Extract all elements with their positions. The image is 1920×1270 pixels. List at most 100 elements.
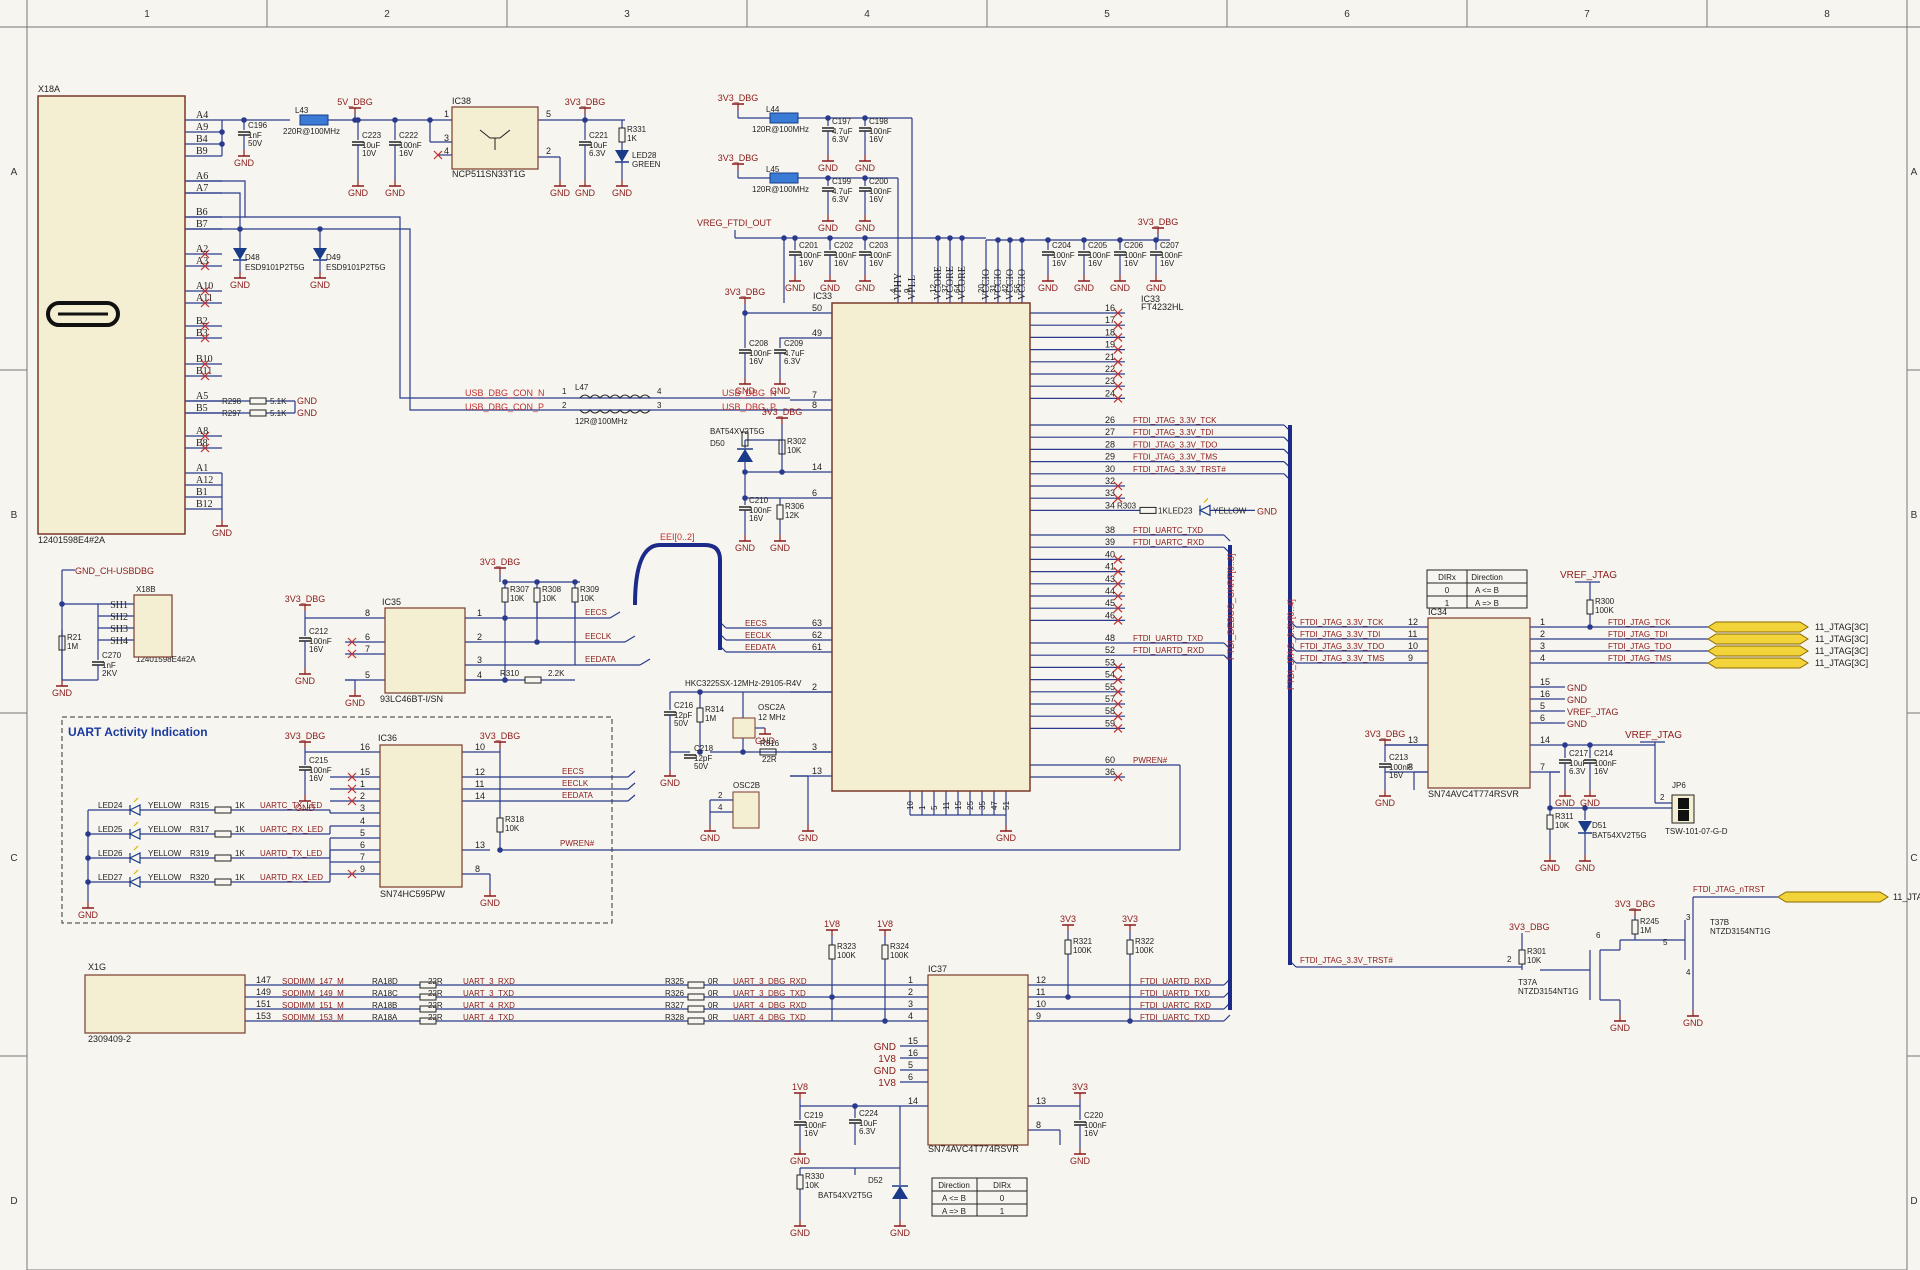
ftdi-pin-number: 58 xyxy=(1105,706,1115,716)
resistor-value: 1M xyxy=(67,642,78,651)
net-label-jtag: FTDI_JTAG_3.3V_TDO xyxy=(1300,642,1384,651)
cap-voltage: 16V xyxy=(1084,1129,1099,1138)
ftdi-pin-name: VCCIO xyxy=(1005,269,1016,300)
ntrst-port-ref: 11_JTA xyxy=(1893,892,1920,902)
ls2-pin-number: 6 xyxy=(908,1072,913,1082)
resistor-ref: R316 xyxy=(760,739,780,748)
cap-value: 100nF xyxy=(1084,1121,1107,1130)
diode-ref: D52 xyxy=(868,1176,883,1185)
net-label-uart-dbg: UART_4_DBG_TXD xyxy=(733,1013,806,1022)
pin-number: 4 xyxy=(657,387,662,396)
resistor-value: 10K xyxy=(1555,821,1570,830)
ftdi-pin-number: 7 xyxy=(812,390,817,400)
ftdi-pin-number: 39 xyxy=(1105,537,1115,547)
net-label-eeprom: EECS xyxy=(585,608,607,617)
gnd-label: GND xyxy=(1375,798,1396,808)
jtag-port-ref: 11_JTAG[3C] xyxy=(1815,658,1868,668)
shift-pin-number: 10 xyxy=(475,742,485,752)
shift-pin-number: 7 xyxy=(360,852,365,862)
cap-ref: C201 xyxy=(799,241,819,250)
gnd-label: GND xyxy=(1580,798,1601,808)
net-label-jtag: FTDI_JTAG_3.3V_TMS xyxy=(1133,453,1217,462)
gnd-label: GND xyxy=(234,158,255,168)
power-label: 3V3_DBG xyxy=(285,731,326,741)
resistor-value: 22R xyxy=(428,977,443,986)
resistor-value: 10K xyxy=(787,446,802,455)
ls2-pin-number: 16 xyxy=(908,1048,918,1058)
net-label-sodimm: SODIMM_149_M xyxy=(282,989,344,998)
net-label-uart: UART_4_RXD xyxy=(463,1001,515,1010)
usb-pin-number: A6 xyxy=(196,171,208,182)
jtag-port-flag xyxy=(1707,633,1809,645)
power-label: 1V8 xyxy=(792,1082,808,1092)
pin-number: 6 xyxy=(1596,931,1601,940)
cap-ref: C270 xyxy=(102,651,122,660)
ftdi-pin-number: 20 xyxy=(977,284,986,293)
pin-number: 1 xyxy=(562,387,567,396)
ftdi-pin-name: VCCIO xyxy=(981,269,992,300)
cap-ref: C212 xyxy=(309,627,329,636)
eeprom-body xyxy=(384,607,466,694)
cap-value: 100nF xyxy=(1389,763,1412,772)
cap-value: 100nF xyxy=(1160,251,1183,260)
ftdi-pin-number: 30 xyxy=(1105,464,1115,474)
ftdi-pin-name: VCORE xyxy=(933,266,944,300)
ftdi-pin-number: 44 xyxy=(1105,586,1115,596)
gnd-label: GND xyxy=(1540,863,1561,873)
net-label-shield: GND_CH-USBDBG xyxy=(75,566,154,576)
ftdi-pin-number: 14 xyxy=(812,462,822,472)
led-ref: LED27 xyxy=(98,873,123,882)
sodimm-part: 2309409-2 xyxy=(88,1034,131,1044)
gnd-label: GND xyxy=(1555,798,1576,808)
dir-table-cell: A <= B xyxy=(1475,586,1499,595)
cap-value: 100nF xyxy=(1124,251,1147,260)
cap-value: 10uF xyxy=(589,141,607,150)
led-color: YELLOW xyxy=(148,849,182,858)
shift-ref: IC36 xyxy=(378,733,397,743)
pin-number: 4 xyxy=(1686,968,1691,977)
net-label-usb: USB_DBG_CON_P xyxy=(465,402,544,412)
ftdi-pin-number: 31 xyxy=(989,284,998,293)
resistor-ref: R319 xyxy=(190,849,210,858)
usb-pin-number: A8 xyxy=(196,426,208,437)
ls2-pin-number: 5 xyxy=(908,1060,913,1070)
ftdi-pin-number: 62 xyxy=(812,630,822,640)
shift-pin-number: 1 xyxy=(360,779,365,789)
cap-ref: C202 xyxy=(834,241,854,250)
power-label: 1V8 xyxy=(877,919,893,929)
dir-table-head: DIRx xyxy=(1438,573,1456,582)
ls2-pin-number: 10 xyxy=(1036,999,1046,1009)
resistor-value: 5.1K xyxy=(270,397,287,406)
cap-value: 4.7uF xyxy=(784,349,805,358)
gnd-label: GND xyxy=(612,188,633,198)
ftdi-pin-number: 64 xyxy=(953,284,962,293)
net-label-uart: UART_4_TXD xyxy=(463,1013,514,1022)
resistor-ref: R307 xyxy=(510,585,530,594)
cap-voltage: 16V xyxy=(804,1129,819,1138)
usb-pin-number: A1 xyxy=(196,463,208,474)
net-label-dir: GND xyxy=(1567,695,1588,705)
eeprom-ref: IC35 xyxy=(382,597,401,607)
jtag-port-flag xyxy=(1707,657,1809,669)
net-label-pwren: PWREN# xyxy=(1133,756,1168,765)
net-label-sodimm: SODIMM_153_M xyxy=(282,1013,344,1022)
ldo-pin-number: 2 xyxy=(546,146,551,156)
ftdi-pin-number: 60 xyxy=(1105,755,1115,765)
power-label: 3V3_DBG xyxy=(762,407,803,417)
sodimm-pin-number: 149 xyxy=(256,987,271,997)
cap-voltage: 16V xyxy=(1124,259,1139,268)
cap-voltage: 16V xyxy=(1088,259,1103,268)
ftdi-pin-number: 43 xyxy=(1105,574,1115,584)
resistor-value: 100K xyxy=(837,951,856,960)
resistor-value: 22R xyxy=(428,989,443,998)
ftdi-pin-number: 48 xyxy=(1105,633,1115,643)
net-label-dir: GND xyxy=(874,1066,896,1077)
cap-ref: C196 xyxy=(248,121,268,130)
cap-ref: C206 xyxy=(1124,241,1144,250)
ftdi-pin-number: 27 xyxy=(1105,427,1115,437)
shift-pin-number: 4 xyxy=(360,816,365,826)
resistor-ref: RA18B xyxy=(372,1001,397,1010)
ftdi-pin-number: 24 xyxy=(1105,388,1115,398)
ls1-pin-number: 4 xyxy=(1540,653,1545,663)
gnd-label: GND xyxy=(1074,283,1095,293)
